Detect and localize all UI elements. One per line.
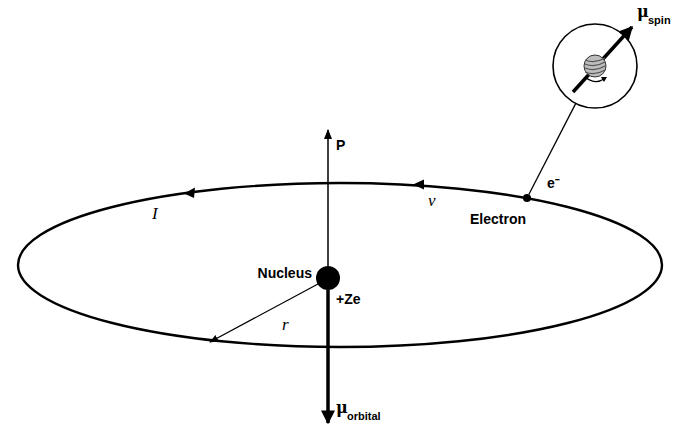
spin-subscript: spin bbox=[648, 15, 671, 26]
leader-line bbox=[529, 103, 576, 194]
nucleus-circle bbox=[316, 266, 340, 290]
electron: e⁻ Electron bbox=[470, 172, 570, 232]
current-label: I bbox=[152, 205, 158, 222]
nucleus: Nucleus +Ze bbox=[230, 258, 370, 314]
electron-symbol: e⁻ bbox=[547, 176, 560, 190]
charge-label: +Ze bbox=[336, 292, 361, 306]
velocity-arrowhead bbox=[413, 180, 424, 190]
spin-moment-arrow bbox=[573, 27, 632, 92]
spin-inset-shape bbox=[553, 24, 637, 108]
velocity-label: v bbox=[428, 192, 436, 209]
current-arrowhead bbox=[184, 188, 195, 199]
mu-symbol: μ bbox=[336, 400, 348, 416]
orbital-moment-arrow bbox=[326, 290, 330, 423]
electron-circle bbox=[523, 194, 531, 202]
spinning-electron bbox=[584, 55, 607, 82]
spin-inset-circle bbox=[553, 24, 637, 108]
electron-label: Electron bbox=[470, 212, 526, 226]
orbit-ellipse bbox=[18, 183, 662, 347]
radius-label: r bbox=[282, 316, 289, 333]
spin-inset: μspin bbox=[553, 24, 637, 108]
momentum-label: P bbox=[336, 138, 345, 152]
radius-arrow bbox=[210, 284, 318, 342]
nucleus-label: Nucleus bbox=[258, 266, 312, 280]
orbital-subscript: orbital bbox=[347, 411, 381, 422]
momentum-arrow bbox=[327, 130, 329, 266]
mu-symbol: μ bbox=[637, 4, 649, 20]
